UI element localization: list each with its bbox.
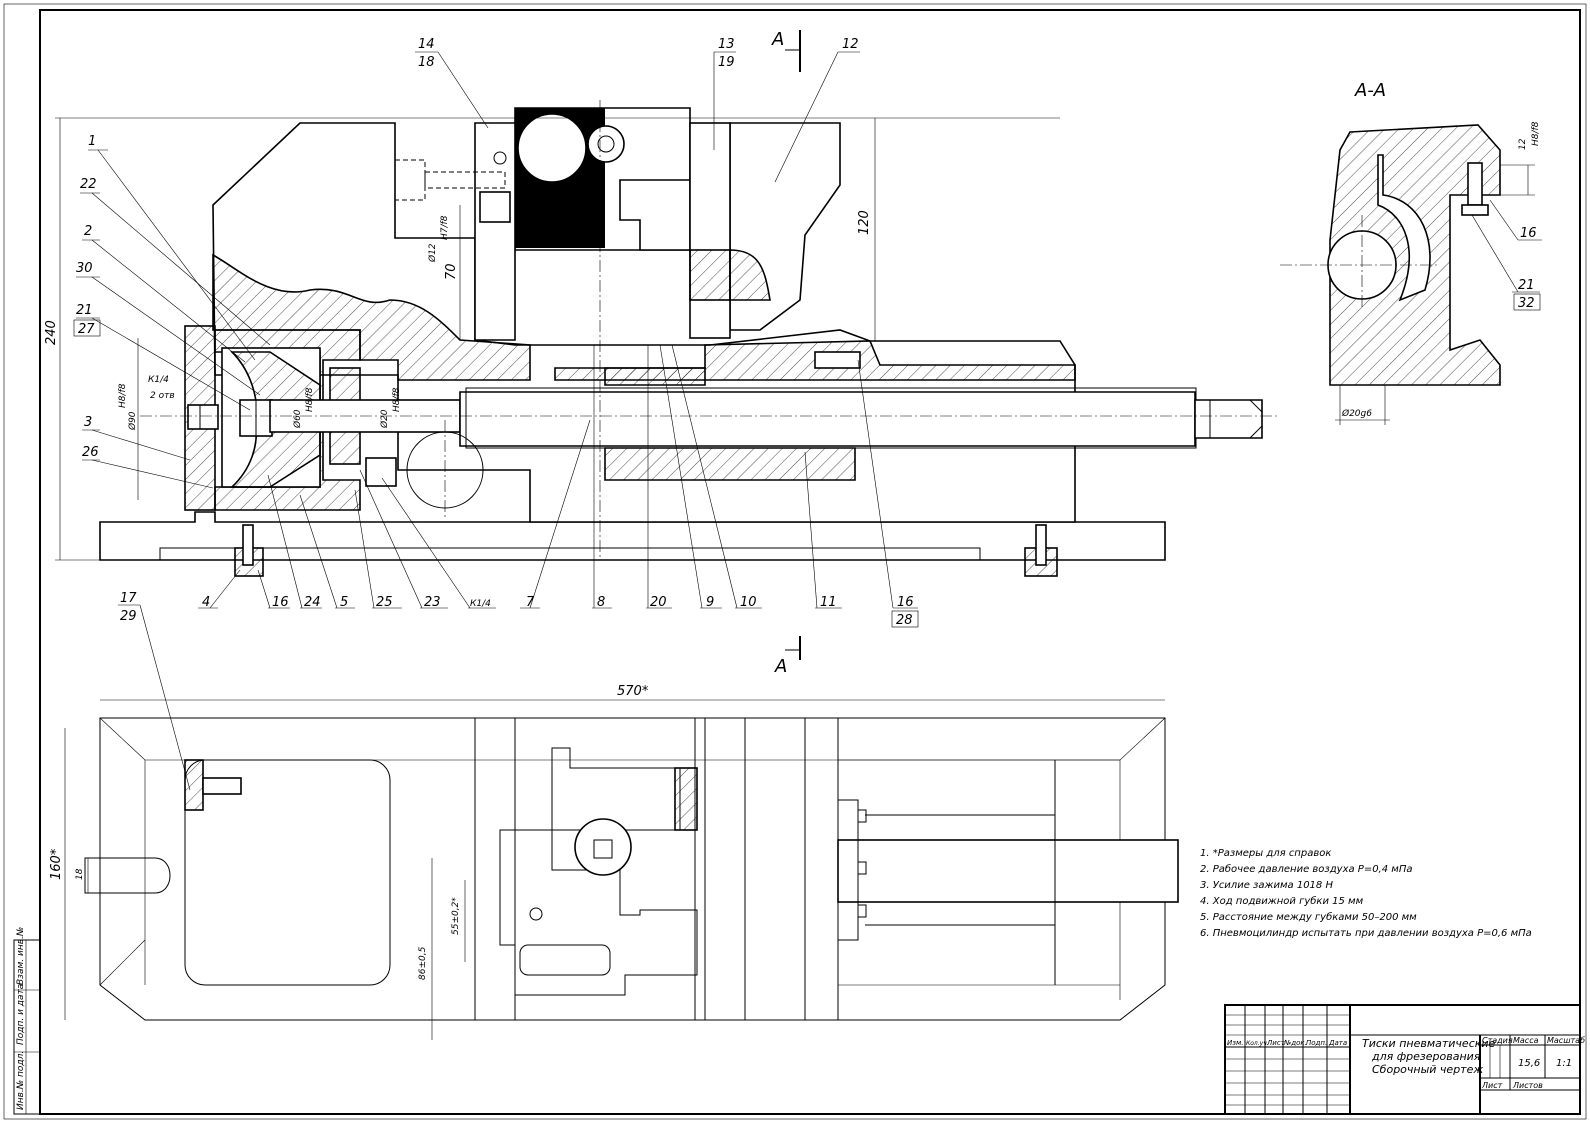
balloon-16a: 16	[272, 595, 289, 610]
balloon-16b: 16	[897, 595, 914, 610]
balloon-4: 4	[202, 595, 210, 610]
note-5: 5. Расстояние между губками 50–200 мм	[1200, 911, 1417, 923]
technical-notes: 1. *Размеры для справок 2. Рабочее давле…	[1200, 848, 1532, 939]
balloon-14: 14	[418, 37, 435, 52]
balloon-3: 3	[84, 415, 92, 430]
thread-note-k14: К1/4	[148, 375, 169, 385]
tb-scale: 1:1	[1556, 1058, 1572, 1069]
dim-d12: Ø12	[427, 243, 438, 263]
tb-col-data: Дата	[1328, 1039, 1347, 1047]
fit-d12: H7/f8	[440, 215, 450, 240]
front-view	[99, 100, 1280, 577]
balloon-2: 2	[84, 224, 92, 239]
balloon-21-section: 21	[1518, 278, 1535, 293]
dim-120: 120	[857, 210, 872, 235]
cut-mark-bottom: А	[774, 656, 787, 677]
balloon-21: 21	[76, 303, 93, 318]
leaders-left: 1 22 2 30 21 27 3 26	[73, 134, 271, 489]
tb-stage-head: Стадия	[1482, 1036, 1513, 1045]
balloon-k14: К1/4	[470, 599, 491, 609]
tb-scale-head: Масштаб	[1547, 1036, 1585, 1045]
outer-border	[3, 3, 1587, 1120]
dim-570: 570*	[617, 684, 649, 699]
balloon-7: 7	[526, 595, 535, 610]
dim-240: 240	[44, 320, 59, 345]
fit-d90: H8/f8	[118, 383, 128, 408]
fit-d20: H8/f8	[392, 387, 402, 412]
leaders-top: 14 18 13 19 12 А А	[415, 29, 860, 677]
balloon-16-section: 16	[1520, 226, 1537, 241]
section-title: А-А	[1354, 80, 1386, 101]
section-a-a: А-А Ø20g6 12 H8/f8 16 21 32	[1280, 80, 1542, 425]
tb-mass: 15,6	[1518, 1058, 1540, 1069]
balloon-9: 9	[706, 595, 714, 610]
body-section	[212, 253, 531, 381]
balloon-25: 25	[376, 595, 393, 610]
tb-col-izm: Изм.	[1227, 1039, 1243, 1047]
tb-col-ndok: №док.	[1283, 1039, 1307, 1047]
dim-55: 55±0,2*	[451, 897, 461, 935]
dim-d20: Ø20	[379, 409, 390, 429]
title-block: Изм. Кол.уч. Лист №док. Подп. Дата Тиски…	[1224, 1004, 1585, 1115]
balloon-12: 12	[842, 37, 859, 52]
tb-sheet: Лист	[1481, 1081, 1503, 1090]
drawing-frame	[39, 9, 1581, 1115]
balloon-13: 13	[718, 37, 735, 52]
tb-name-2: для фрезерования	[1371, 1050, 1481, 1063]
note-4: 4. Ход подвижной губки 15 мм	[1200, 895, 1364, 907]
balloon-18: 18	[418, 55, 435, 70]
tb-col-kolich: Кол.уч.	[1246, 1040, 1269, 1047]
tb-mass-head: Масса	[1513, 1036, 1539, 1045]
balloon-32-section: 32	[1518, 296, 1535, 311]
plan-shaft	[837, 839, 1179, 903]
tb-sheets: Листов	[1512, 1081, 1543, 1090]
balloon-8: 8	[597, 595, 605, 610]
balloon-5: 5	[340, 595, 348, 610]
balloon-28: 28	[896, 613, 913, 628]
dim-70: 70	[444, 263, 459, 280]
tb-name-1: Тиски пневматические	[1362, 1037, 1496, 1050]
front-dimensions: 240 120 70 Ø12 H7/f8 Ø90 H8/f8 Ø60 H8/f8…	[44, 117, 1060, 561]
side-stamp-replace: Взам. инв.№	[16, 927, 26, 985]
dim-160: 160*	[49, 848, 64, 880]
balloon-22: 22	[80, 177, 97, 192]
balloon-24: 24	[304, 595, 321, 610]
fit-d60: H8/f8	[305, 387, 315, 412]
balloon-27: 27	[78, 322, 95, 337]
leaders-bottom: 4 16 24 5 25 23 К1/4 7 8 20 9 10 11 16 2…	[198, 344, 919, 628]
dim-12-section: 12	[1518, 138, 1528, 150]
balloon-29: 29	[120, 609, 137, 624]
note-6: 6. Пневмоцилиндр испытать при давлении в…	[1200, 928, 1532, 939]
plan-view: 570* 160* 18 55±0,2* 86±0,5 17 29	[49, 591, 1179, 1040]
balloon-20: 20	[650, 595, 667, 610]
tb-col-podp: Подп.	[1306, 1039, 1327, 1047]
balloon-17: 17	[120, 591, 137, 606]
note-1: 1. *Размеры для справок	[1200, 848, 1331, 859]
side-stamp: Инв.№ подл. Подп. и дата Взам. инв.№	[13, 927, 41, 1115]
side-stamp-sign: Подп. и дата	[16, 984, 26, 1045]
balloon-30: 30	[76, 261, 93, 276]
balloon-11: 11	[820, 595, 837, 610]
balloon-26: 26	[82, 445, 99, 460]
dim-d20g6: Ø20g6	[1341, 408, 1372, 419]
balloon-1: 1	[88, 134, 96, 149]
holes-note: 2 отв	[150, 391, 175, 401]
tb-col-list: Лист	[1266, 1039, 1286, 1047]
dim-d60: Ø60	[292, 409, 303, 429]
fit-12-section: H8/f8	[1531, 121, 1541, 146]
balloon-23: 23	[424, 595, 441, 610]
cut-mark-top: А	[771, 29, 784, 50]
balloon-19: 19	[718, 55, 735, 70]
tb-name-3: Сборочный чертеж	[1372, 1063, 1483, 1076]
note-2: 2. Рабочее давление воздуха Р=0,4 мПа	[1200, 863, 1412, 875]
balloon-10: 10	[740, 595, 757, 610]
side-stamp-inv: Инв.№ подл.	[16, 1051, 26, 1110]
dim-18: 18	[75, 868, 85, 880]
dim-d90: Ø90	[127, 411, 138, 431]
dim-86: 86±0,5	[418, 946, 428, 980]
note-3: 3. Усилие зажима 1018 Н	[1200, 880, 1333, 891]
